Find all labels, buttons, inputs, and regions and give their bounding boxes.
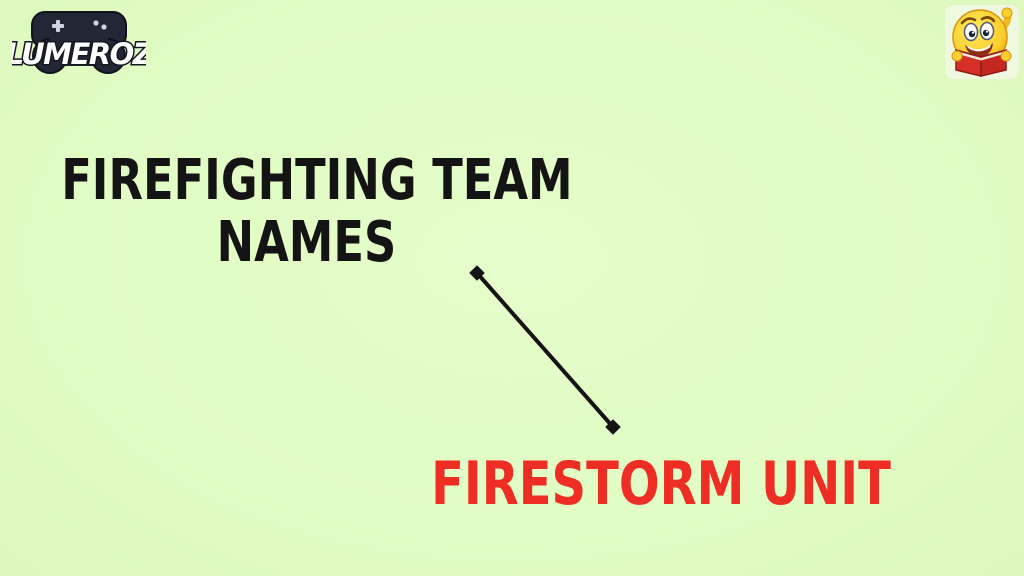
- page-title-line1: FIREFIGHTING TEAM: [61, 148, 573, 213]
- page-title-line2: NAMES: [216, 210, 397, 275]
- logo-wordmark: LUMEROZ: [12, 37, 146, 71]
- lumeroz-logo: LUMEROZ: [4, 4, 158, 82]
- gamepad-icon: LUMEROZ: [4, 11, 158, 74]
- connector-endpoint-end: [605, 419, 621, 435]
- connector-line: [475, 271, 615, 429]
- team-name-label: FIRESTORM UNIT: [431, 449, 891, 519]
- smiley-reading-red-book-icon: [945, 5, 1019, 79]
- mascot: [944, 4, 1020, 80]
- page-title: FIREFIGHTING TEAM NAMES: [61, 148, 573, 275]
